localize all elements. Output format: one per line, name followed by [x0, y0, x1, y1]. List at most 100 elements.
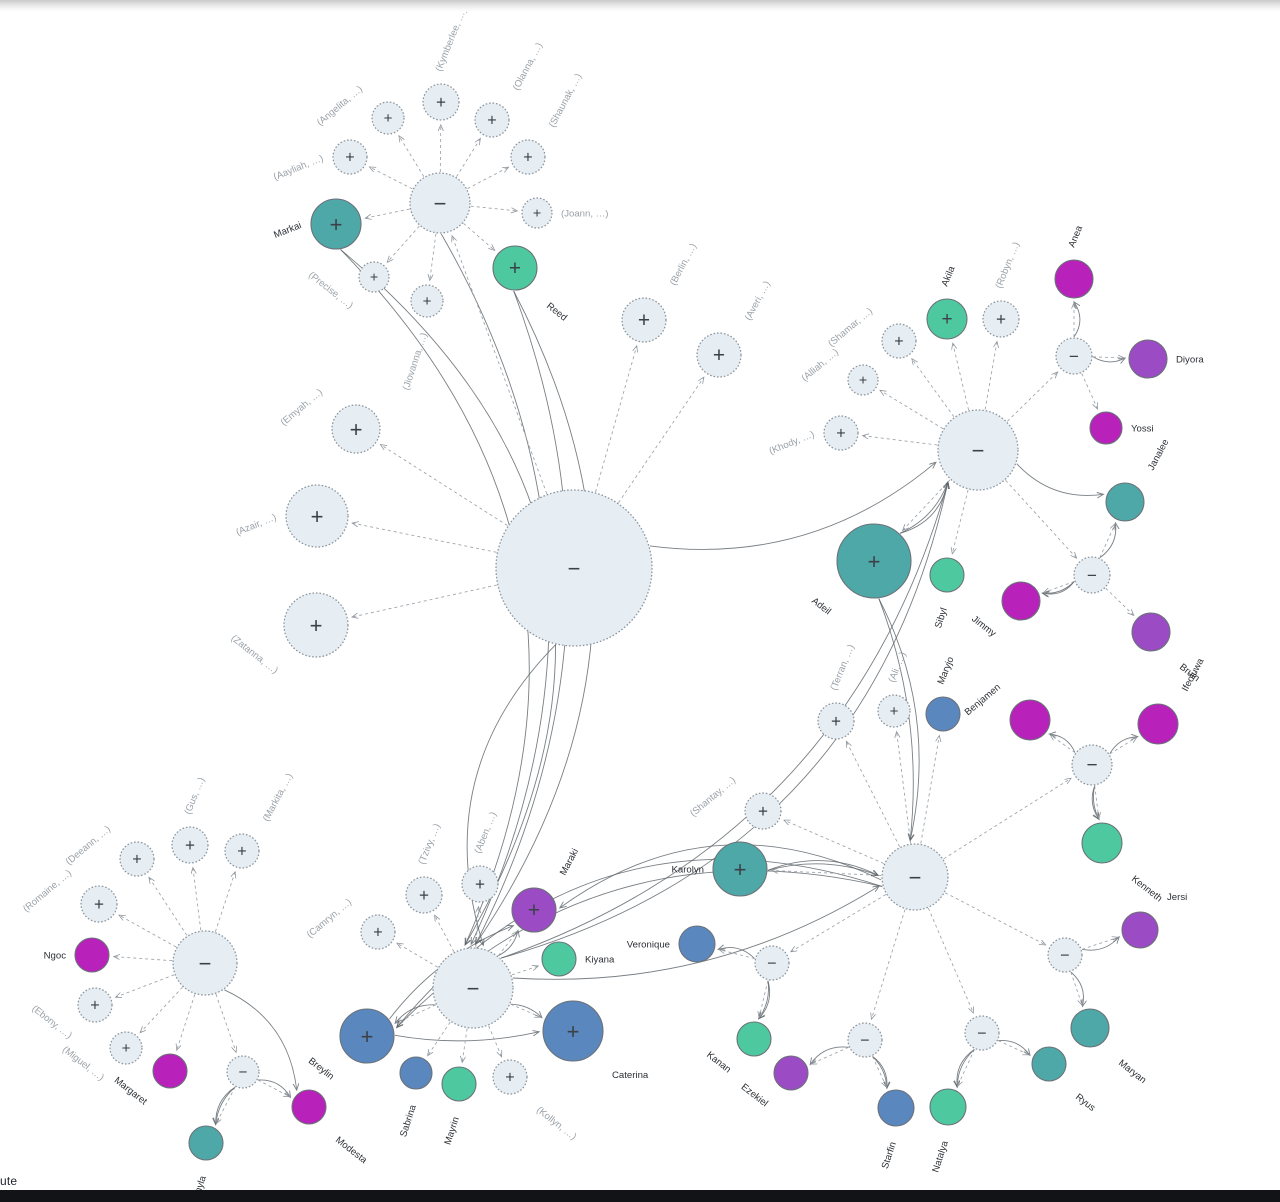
- collapse-minus-icon[interactable]: −: [239, 1064, 248, 1081]
- leaf-node-circle[interactable]: [736, 1021, 772, 1057]
- leaf-node-circle[interactable]: [877, 1089, 915, 1127]
- cluster-node-circle[interactable]: [474, 102, 510, 138]
- cluster-node-circle[interactable]: [172, 930, 238, 996]
- graph-node[interactable]: [441, 1066, 477, 1102]
- expand-plus-icon[interactable]: +: [345, 149, 354, 167]
- expand-plus-icon[interactable]: +: [638, 309, 650, 332]
- graph-node[interactable]: +: [510, 139, 546, 175]
- cluster-node-circle[interactable]: [1047, 937, 1083, 973]
- graph-node[interactable]: +: [744, 792, 782, 830]
- cluster-node-circle[interactable]: [432, 947, 514, 1029]
- cluster-node-circle[interactable]: [80, 885, 118, 923]
- leaf-node-circle[interactable]: [712, 841, 768, 897]
- graph-node[interactable]: −: [847, 1022, 883, 1058]
- graph-node[interactable]: [152, 1053, 188, 1089]
- graph-node[interactable]: [1070, 1008, 1110, 1048]
- expand-plus-icon[interactable]: +: [528, 899, 540, 922]
- collapse-minus-icon[interactable]: −: [972, 438, 985, 463]
- leaf-node-circle[interactable]: [926, 298, 968, 340]
- graph-node[interactable]: +: [621, 297, 667, 343]
- graph-node[interactable]: [1105, 482, 1145, 522]
- cluster-node-circle[interactable]: [410, 284, 444, 318]
- leaf-node-circle[interactable]: [678, 925, 716, 963]
- graph-node[interactable]: +: [492, 1059, 528, 1095]
- graph-node[interactable]: +: [877, 694, 911, 728]
- graph-node[interactable]: +: [461, 865, 499, 903]
- expand-plus-icon[interactable]: +: [311, 504, 324, 529]
- graph-node[interactable]: +: [77, 987, 113, 1023]
- graph-node[interactable]: [929, 1088, 967, 1126]
- expand-plus-icon[interactable]: +: [859, 373, 867, 389]
- graph-node[interactable]: +: [696, 332, 742, 378]
- graph-node[interactable]: +: [836, 523, 912, 599]
- cluster-node-circle[interactable]: [982, 300, 1020, 338]
- graph-node[interactable]: +: [847, 364, 879, 396]
- graph-node[interactable]: −: [1055, 337, 1093, 375]
- graph-node[interactable]: +: [119, 841, 155, 877]
- expand-plus-icon[interactable]: +: [996, 310, 1006, 329]
- cluster-node-circle[interactable]: [332, 139, 368, 175]
- graph-node[interactable]: +: [331, 404, 381, 454]
- graph-node[interactable]: +: [881, 323, 917, 359]
- cluster-node-circle[interactable]: [621, 297, 667, 343]
- cluster-node-circle[interactable]: [461, 865, 499, 903]
- cluster-node-circle[interactable]: [226, 1055, 260, 1089]
- graph-node[interactable]: +: [542, 1000, 604, 1062]
- leaf-node-circle[interactable]: [1081, 822, 1123, 864]
- leaf-node-circle[interactable]: [492, 245, 538, 291]
- graph-node[interactable]: [1137, 703, 1179, 745]
- cluster-node-circle[interactable]: [881, 323, 917, 359]
- graph-node[interactable]: [678, 925, 716, 963]
- cluster-node-circle[interactable]: [119, 841, 155, 877]
- cluster-node-circle[interactable]: [331, 404, 381, 454]
- leaf-node-circle[interactable]: [1070, 1008, 1110, 1048]
- graph-node[interactable]: [399, 1056, 433, 1090]
- expand-plus-icon[interactable]: +: [384, 110, 393, 127]
- expand-plus-icon[interactable]: +: [122, 1040, 131, 1057]
- leaf-node-circle[interactable]: [1031, 1046, 1067, 1082]
- cluster-node-circle[interactable]: [881, 843, 949, 911]
- cluster-node-circle[interactable]: [964, 1015, 1000, 1051]
- expand-plus-icon[interactable]: +: [419, 886, 429, 905]
- cluster-node-circle[interactable]: [847, 1022, 883, 1058]
- leaf-node-circle[interactable]: [1128, 339, 1168, 379]
- collapse-minus-icon[interactable]: −: [1060, 947, 1069, 965]
- graph-node[interactable]: +: [817, 702, 855, 740]
- expand-plus-icon[interactable]: +: [330, 212, 343, 237]
- cluster-node-circle[interactable]: [109, 1031, 143, 1065]
- expand-plus-icon[interactable]: +: [894, 333, 903, 351]
- graph-node[interactable]: +: [224, 833, 260, 869]
- cluster-node-circle[interactable]: [283, 592, 349, 658]
- leaf-node-circle[interactable]: [1105, 482, 1145, 522]
- leaf-node-circle[interactable]: [541, 941, 577, 977]
- expand-plus-icon[interactable]: +: [831, 712, 841, 731]
- node-layer[interactable]: −−+++++++++++++++−++++++−−−++++−−−−−−+++…: [74, 83, 1179, 1161]
- leaf-node-circle[interactable]: [74, 937, 110, 973]
- graph-node[interactable]: +: [405, 876, 443, 914]
- cluster-node-circle[interactable]: [422, 83, 460, 121]
- graph-node[interactable]: −: [1073, 556, 1111, 594]
- cluster-node-circle[interactable]: [744, 792, 782, 830]
- graph-node[interactable]: −: [754, 945, 790, 981]
- leaf-node-circle[interactable]: [291, 1089, 327, 1125]
- cluster-node-circle[interactable]: [823, 415, 859, 451]
- graph-node[interactable]: +: [332, 139, 368, 175]
- graph-node[interactable]: [773, 1055, 809, 1091]
- expand-plus-icon[interactable]: +: [436, 93, 446, 112]
- leaf-node-circle[interactable]: [1009, 699, 1051, 741]
- expand-plus-icon[interactable]: +: [758, 802, 768, 821]
- expand-plus-icon[interactable]: +: [475, 875, 485, 894]
- graph-node[interactable]: [929, 557, 965, 593]
- graph-node[interactable]: −: [495, 489, 653, 647]
- graph-node[interactable]: [925, 696, 961, 732]
- collapse-minus-icon[interactable]: −: [1086, 755, 1097, 776]
- cluster-node-circle[interactable]: [405, 876, 443, 914]
- graph-node[interactable]: [1001, 581, 1041, 621]
- leaf-node-circle[interactable]: [310, 198, 362, 250]
- cluster-node-circle[interactable]: [285, 484, 349, 548]
- graph-node[interactable]: +: [171, 826, 209, 864]
- expand-plus-icon[interactable]: +: [90, 997, 99, 1015]
- cluster-node-circle[interactable]: [495, 489, 653, 647]
- leaf-node-circle[interactable]: [1121, 911, 1159, 949]
